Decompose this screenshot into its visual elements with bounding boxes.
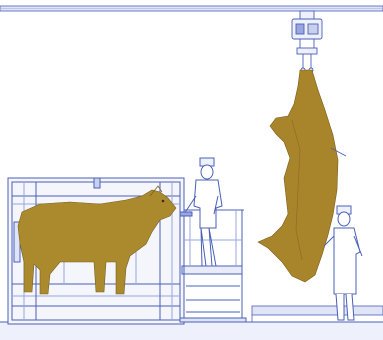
cattle — [17, 185, 177, 295]
hoist-trolley — [291, 10, 323, 73]
stunner-operator — [179, 157, 223, 267]
hanging-carcass — [257, 69, 347, 283]
overhead-rail — [0, 5, 383, 12]
operator-platform — [179, 209, 247, 323]
slaughter-worker — [323, 205, 363, 321]
